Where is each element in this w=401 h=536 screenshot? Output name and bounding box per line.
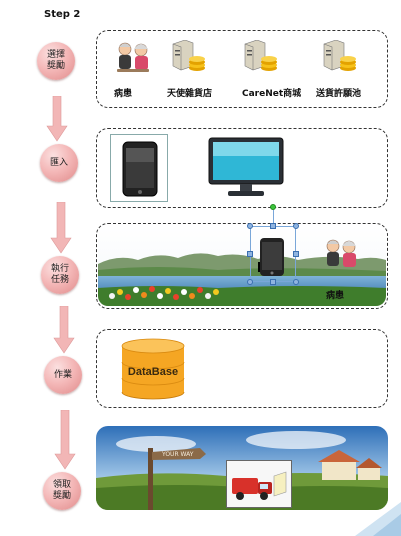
down-arrow-icon bbox=[50, 202, 72, 254]
delivery-truck-icon bbox=[232, 471, 287, 500]
resize-handle[interactable] bbox=[293, 279, 299, 285]
down-arrow-icon bbox=[54, 410, 76, 470]
step-label-line1: 匯入 bbox=[49, 157, 68, 168]
database-label: DataBase bbox=[127, 366, 179, 378]
server-coins-icon bbox=[244, 40, 277, 71]
reward-label: 病患 bbox=[114, 89, 133, 99]
step-circle-choose-reward: 選擇獎勵 bbox=[37, 42, 75, 80]
elderly-couple-icon bbox=[326, 239, 356, 267]
landscape-scene bbox=[98, 226, 386, 306]
rotate-handle[interactable] bbox=[270, 204, 276, 210]
database-icon bbox=[121, 338, 185, 400]
rotate-handle-stem bbox=[273, 210, 274, 226]
resize-handle[interactable] bbox=[247, 279, 253, 285]
resize-handle[interactable] bbox=[270, 279, 276, 285]
step-title: Step 2 bbox=[44, 9, 81, 20]
step-circle-work: 作業 bbox=[44, 356, 82, 394]
resize-handle[interactable] bbox=[293, 223, 299, 229]
resize-handle[interactable] bbox=[293, 251, 299, 257]
step-label-line1: 執行 bbox=[50, 264, 69, 274]
step-label-line1: 選擇 bbox=[46, 50, 65, 60]
step-circle-execute-task: 執行任務 bbox=[41, 256, 79, 294]
server-coins-icon bbox=[172, 40, 205, 71]
server-coins-icon bbox=[323, 40, 356, 71]
monitor-icon bbox=[208, 137, 284, 196]
down-arrow-icon bbox=[53, 306, 75, 354]
step-label-line2: 任務 bbox=[50, 275, 69, 285]
reward-label: 送貨許願池 bbox=[316, 89, 362, 99]
reward-label: CareNet商城 bbox=[242, 89, 302, 99]
step-label-line1: 領取 bbox=[52, 480, 71, 490]
corner-decoration bbox=[355, 502, 401, 536]
smartphone-icon[interactable] bbox=[259, 237, 285, 277]
resize-handle[interactable] bbox=[270, 223, 276, 229]
step-circle-collect-reward: 領取獎勵 bbox=[43, 472, 81, 510]
step-label-line1: 作業 bbox=[53, 369, 72, 380]
down-arrow-icon bbox=[46, 96, 68, 142]
elderly-couple-icon bbox=[117, 42, 149, 72]
signpost-text: YOUR WAY bbox=[162, 451, 194, 458]
reward-label: 天使雜貨店 bbox=[167, 89, 213, 99]
resize-handle[interactable] bbox=[247, 251, 253, 257]
step-label-line2: 獎勵 bbox=[52, 491, 71, 501]
text-cursor-icon bbox=[258, 262, 260, 272]
patient-label: 病患 bbox=[326, 291, 345, 301]
resize-handle[interactable] bbox=[247, 223, 253, 229]
step-circle-import: 匯入 bbox=[40, 144, 78, 182]
smartphone-icon bbox=[122, 141, 158, 197]
step-label-line2: 獎勵 bbox=[46, 61, 65, 71]
